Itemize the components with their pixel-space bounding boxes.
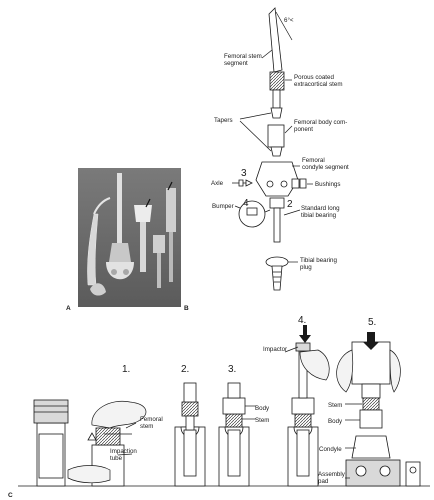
step-label-4: 4. bbox=[298, 315, 306, 326]
step-label-5: 5. bbox=[368, 317, 376, 328]
label-num-3: 3 bbox=[241, 168, 247, 179]
step-label-2: 2. bbox=[181, 364, 189, 375]
label-axle: Axle bbox=[211, 180, 224, 187]
label-bushings: Bushings bbox=[315, 181, 340, 188]
step-1 bbox=[67, 400, 147, 487]
label-bumper: Bumper bbox=[212, 203, 234, 210]
label-femoral-stem: Femoral stem bbox=[140, 416, 164, 430]
step-2 bbox=[174, 382, 206, 487]
step-label-1: 1. bbox=[122, 364, 130, 375]
cylinder-0 bbox=[33, 399, 69, 487]
label-num-4: 4 bbox=[243, 198, 249, 209]
label-assembly-pad: Assembly pad bbox=[318, 471, 347, 485]
label-standard-tibial: Standard long tibial bearing bbox=[301, 205, 341, 219]
label-impactor: Impactor bbox=[263, 346, 287, 353]
label-body-5: Body bbox=[328, 418, 343, 425]
panel-b-schematic: 6°< bbox=[232, 7, 313, 291]
label-tibial-plug: Tibial bearing plug bbox=[300, 257, 339, 271]
step-4 bbox=[284, 325, 330, 487]
label-femoral-condyle: Femoral condyle segment bbox=[302, 157, 349, 171]
label-porous-coated: Porous coated extracortical stem bbox=[294, 74, 342, 88]
label-femoral-stem-segment: Femoral stem segment bbox=[224, 53, 264, 67]
panel-c-letter: C bbox=[8, 492, 13, 499]
step-5 bbox=[336, 332, 421, 487]
panel-a-photo bbox=[78, 168, 181, 307]
step-label-3: 3. bbox=[228, 364, 236, 375]
step-3 bbox=[218, 382, 256, 487]
angle-label: 6°< bbox=[284, 17, 294, 24]
label-impaction-tube: Impaction tube bbox=[110, 448, 139, 462]
label-stem: Stem bbox=[255, 417, 269, 424]
label-femoral-body: Femoral body com- ponent bbox=[294, 119, 349, 133]
label-condyle: Condyle bbox=[319, 446, 342, 453]
label-num-2: 2 bbox=[287, 199, 293, 210]
panel-b-letter: B bbox=[184, 305, 189, 312]
label-stem-5: Stem bbox=[328, 402, 342, 409]
label-tapers: Tapers bbox=[214, 117, 233, 124]
label-body: Body bbox=[255, 405, 270, 412]
panel-a-letter: A bbox=[66, 305, 71, 312]
